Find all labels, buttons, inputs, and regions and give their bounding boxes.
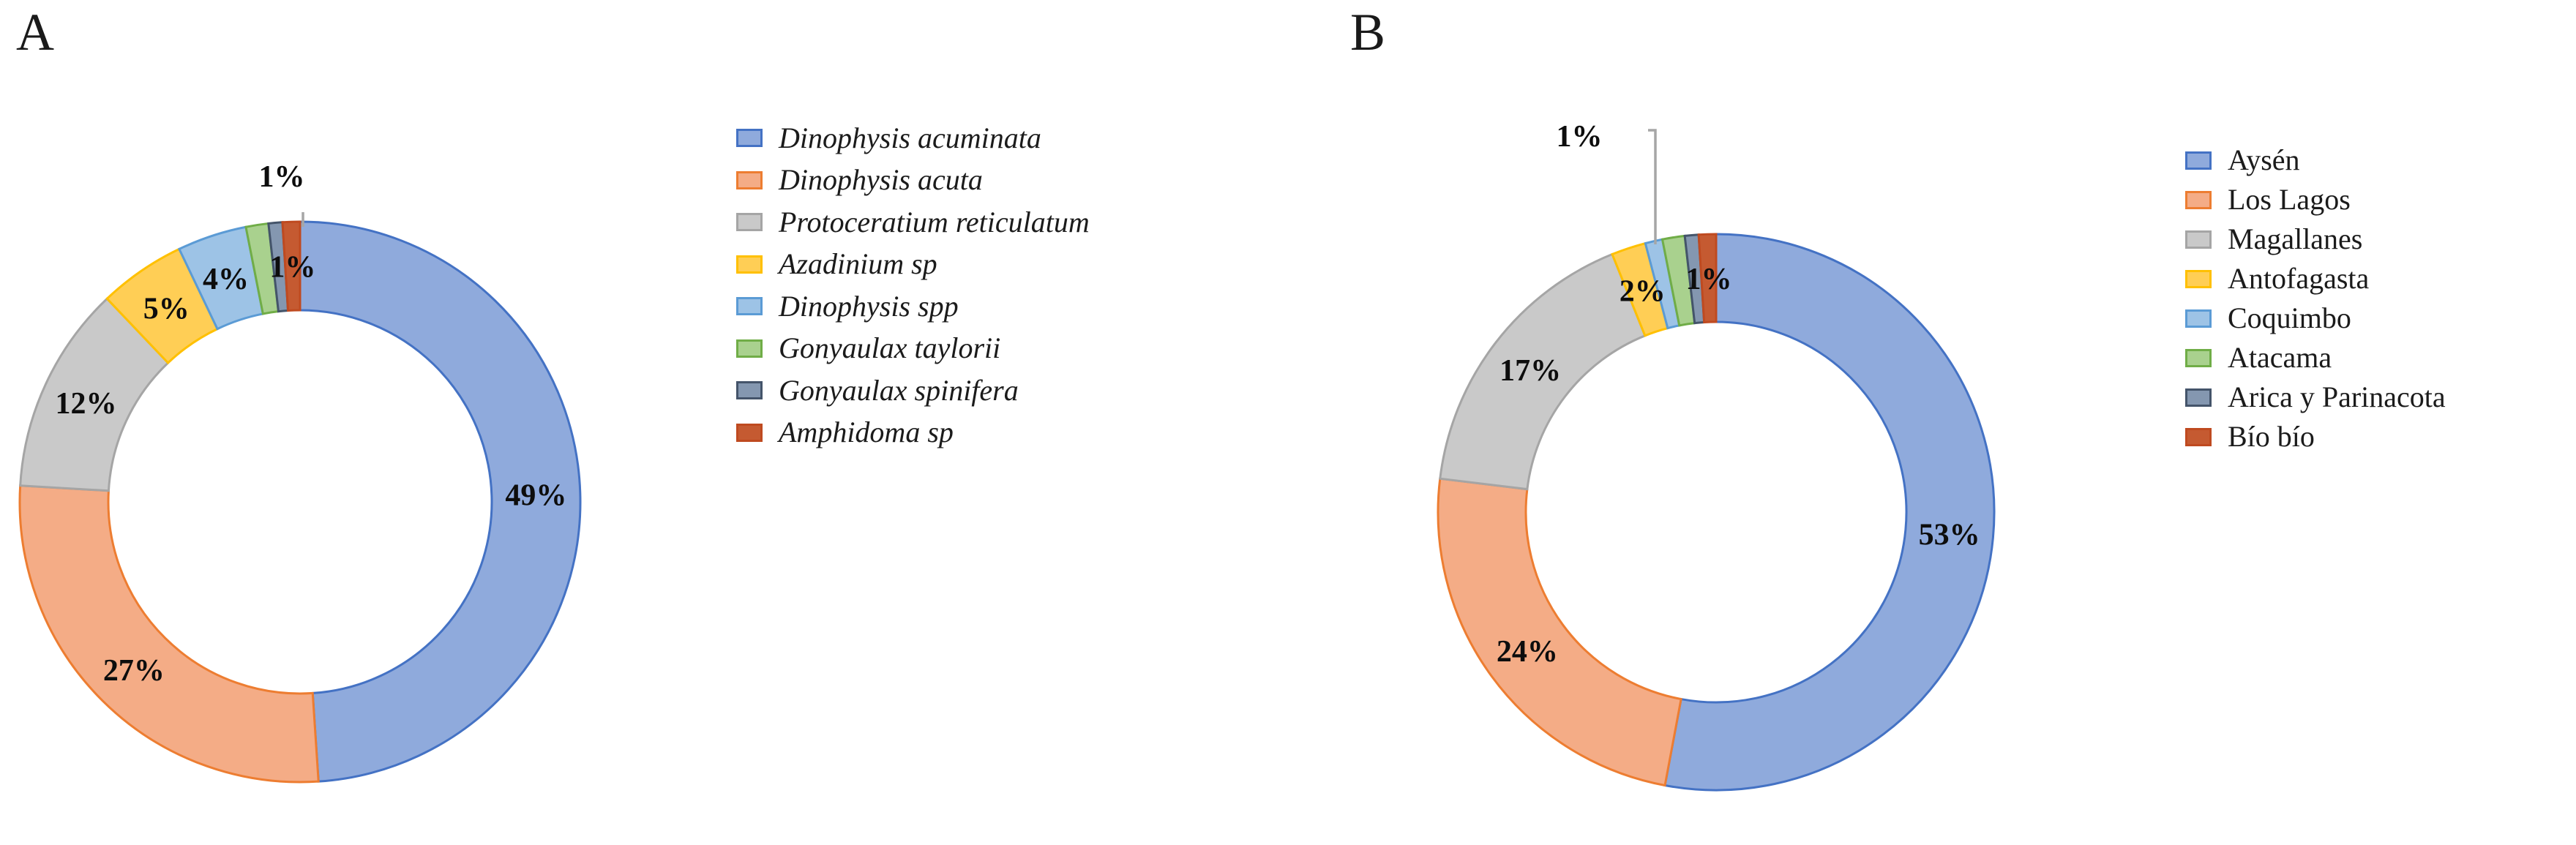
callout-leader-line <box>1648 129 1657 244</box>
donut-chart-a: 1% 49% 27% 12% 5% 4% 1% <box>18 160 582 784</box>
legend-item-label: Dinophysis spp <box>779 289 959 323</box>
legend-color-swatch <box>736 423 763 442</box>
legend-color-swatch <box>2185 309 2212 328</box>
slice-value-label: 27% <box>103 654 165 688</box>
slice-value-label: 1% <box>269 251 315 285</box>
legend-color-swatch <box>2185 190 2212 209</box>
legend-color-swatch <box>2185 269 2212 288</box>
legend-item[interactable]: Gonyaulax spinifera <box>736 369 1090 412</box>
legend-item[interactable]: Aysén <box>2185 140 2446 180</box>
legend-item-label: Gonyaulax taylorii <box>779 331 1001 365</box>
slice-value-label: 53% <box>1919 519 1980 552</box>
legend-item[interactable]: Bío bío <box>2185 417 2446 457</box>
legend-item[interactable]: Coquimbo <box>2185 298 2446 338</box>
donut-slice[interactable] <box>299 220 582 783</box>
legend-color-swatch <box>736 213 763 232</box>
slice-value-label: 17% <box>1499 354 1561 388</box>
legend-item-label: Arica y Parinacota <box>2228 380 2446 413</box>
legend-item-label: Aysén <box>2228 143 2300 176</box>
legend-color-swatch <box>2185 151 2212 170</box>
legend-color-swatch <box>736 381 763 400</box>
donut-slice[interactable] <box>1437 477 1682 787</box>
legend-color-swatch <box>736 297 763 316</box>
panel-letter-a: A <box>16 3 54 61</box>
legend-item[interactable]: Atacama <box>2185 338 2446 378</box>
donut-slice[interactable] <box>18 484 320 784</box>
legend-item-label: Bío bío <box>2228 420 2315 453</box>
slice-value-label: 1% <box>1685 263 1731 296</box>
legend-item[interactable]: Arica y Parinacota <box>2185 378 2446 417</box>
callout-label: 1% <box>1557 120 1603 154</box>
legend-item[interactable]: Dinophysis spp <box>736 285 1090 328</box>
donut-slice[interactable] <box>281 220 302 312</box>
donut-chart-b: 1% 53% 24% 17% 2% 1% <box>1437 120 1996 792</box>
slice-value-label: 24% <box>1497 635 1558 669</box>
legend-color-swatch <box>2185 230 2212 249</box>
donut-slice[interactable] <box>1697 233 1718 324</box>
legend-item-label: Coquimbo <box>2228 301 2351 334</box>
slice-value-label: 12% <box>55 387 116 421</box>
legend-item-label: Azadinium sp <box>779 247 937 281</box>
slice-value-label: 49% <box>505 478 566 512</box>
legend-item-label: Atacama <box>2228 341 2332 374</box>
legend-item-label: Gonyaulax spinifera <box>779 373 1019 407</box>
legend-item-label: Protoceratium reticulatum <box>779 205 1090 239</box>
slice-value-label: 2% <box>1620 274 1666 308</box>
legend-color-swatch <box>736 339 763 358</box>
legend-color-swatch <box>2185 348 2212 367</box>
panel-letter-b: B <box>1350 3 1386 61</box>
legend-item-label: Magallanes <box>2228 222 2363 255</box>
legend-item[interactable]: Magallanes <box>2185 219 2446 259</box>
legend-item[interactable]: Los Lagos <box>2185 180 2446 219</box>
legend-item[interactable]: Amphidoma sp <box>736 412 1090 454</box>
callout-label: 1% <box>259 160 305 194</box>
legend-item[interactable]: Gonyaulax taylorii <box>736 328 1090 370</box>
slice-value-label: 5% <box>143 292 190 326</box>
legend-item[interactable]: Antofagasta <box>2185 259 2446 298</box>
legend-item[interactable]: Dinophysis acuminata <box>736 117 1090 159</box>
legend-item-label: Antofagasta <box>2228 262 2370 295</box>
donut-slice[interactable] <box>1663 233 1996 792</box>
legend-item-label: Dinophysis acuta <box>779 163 983 197</box>
slice-value-label: 4% <box>203 263 249 296</box>
legend-item-label: Los Lagos <box>2228 183 2351 216</box>
legend-item[interactable]: Azadinium sp <box>736 244 1090 286</box>
legend-item[interactable]: Dinophysis acuta <box>736 159 1090 202</box>
legend-color-swatch <box>2185 427 2212 446</box>
legend-color-swatch <box>736 170 763 189</box>
legend-item[interactable]: Protoceratium reticulatum <box>736 201 1090 244</box>
legend-color-swatch <box>736 129 763 148</box>
legend-color-swatch <box>2185 388 2212 407</box>
legend-item-label: Dinophysis acuminata <box>779 121 1041 154</box>
legend-color-swatch <box>736 255 763 274</box>
legend-item-label: Amphidoma sp <box>779 416 954 449</box>
